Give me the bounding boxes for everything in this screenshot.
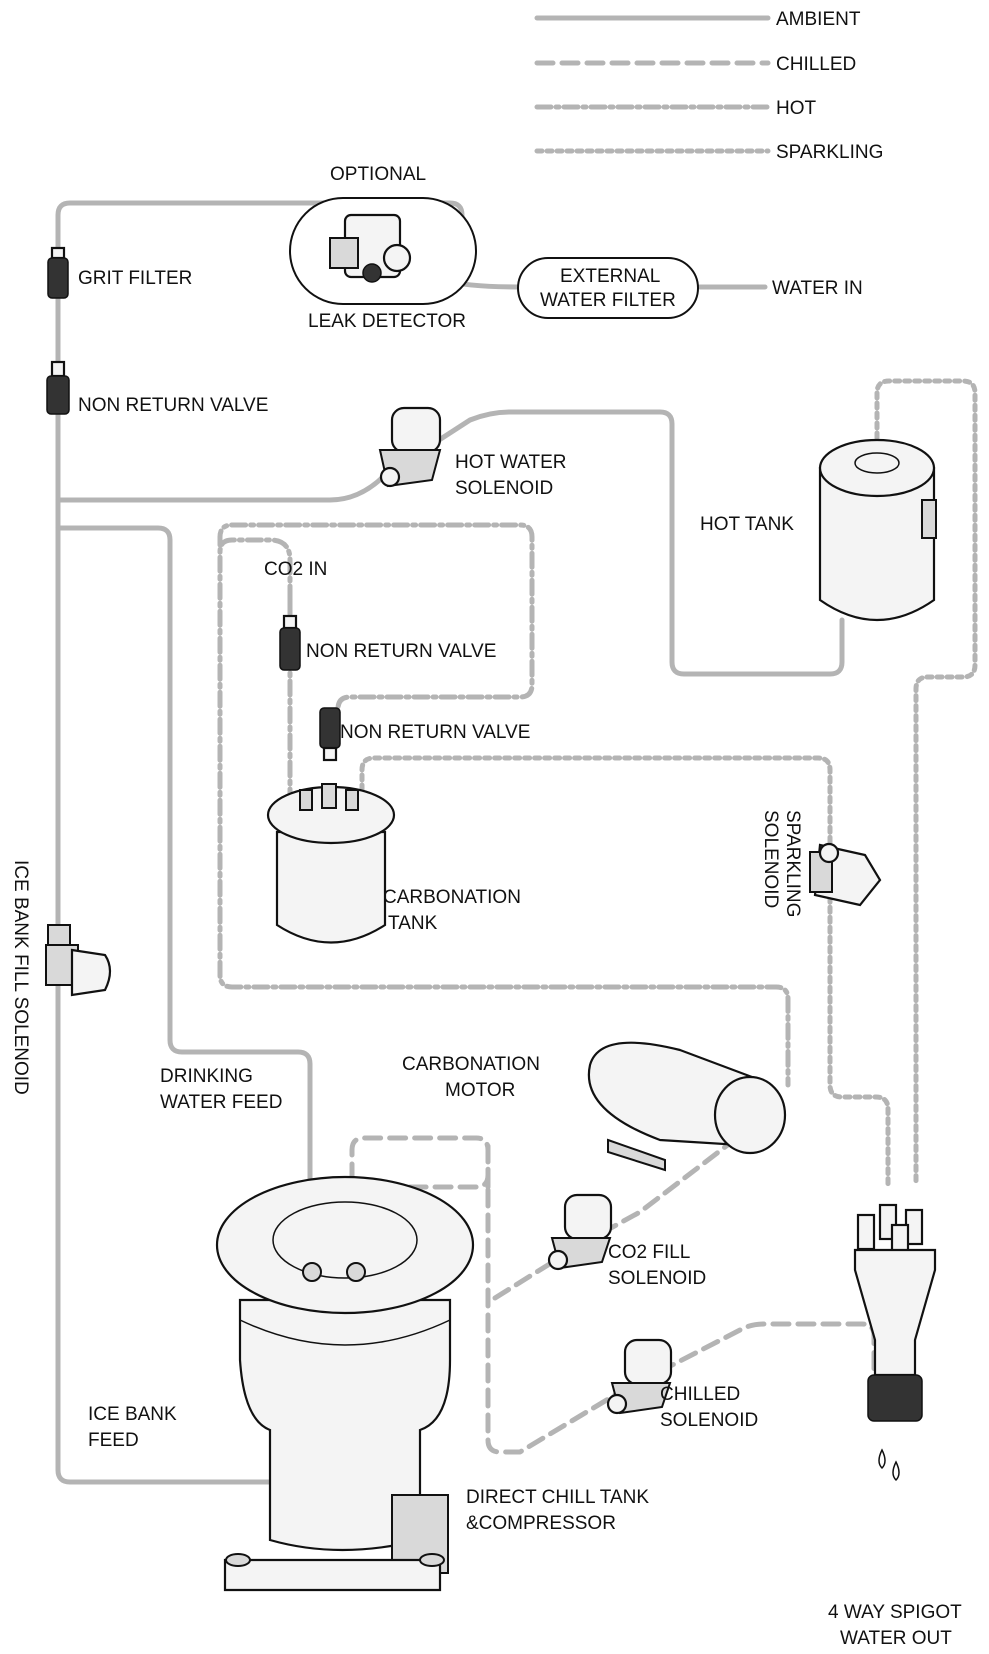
label-leak-detector: LEAK DETECTOR [308, 311, 466, 332]
co2-solenoid-port [549, 1251, 567, 1269]
label-co2-fill-solenoid-2: SOLENOID [608, 1268, 706, 1289]
chill-tank-port-1 [303, 1263, 321, 1281]
hot-solenoid-coil [392, 408, 440, 452]
grit-filter [48, 248, 68, 298]
chilled-solenoid-port [608, 1395, 626, 1413]
leak-detector [290, 198, 476, 304]
label-non-return-valve-carb: NON RETURN VALVE [340, 722, 530, 743]
carbonation-tank-fitting-2 [322, 784, 336, 808]
label-non-return-valve-main: NON RETURN VALVE [78, 395, 268, 416]
label-grit-filter: GRIT FILTER [78, 268, 192, 289]
ice-bank-solenoid-coil [72, 950, 110, 995]
label-sparkling-solenoid-1: SPARKLING [782, 810, 803, 917]
spigot-inlet-1 [858, 1215, 874, 1249]
carbonation-tank-fitting-1 [300, 790, 312, 810]
spigot-nozzle [868, 1375, 922, 1421]
spigot [855, 1205, 935, 1480]
legend-sparkling-label: SPARKLING [776, 142, 883, 163]
chill-tank-port-2 [347, 1263, 365, 1281]
spigot-body [855, 1250, 935, 1375]
chill-tank-foot-2 [420, 1554, 444, 1566]
label-co2-in: CO2 IN [264, 559, 327, 580]
pipe-hot-supply [58, 412, 842, 674]
chill-tank-base [225, 1560, 440, 1590]
grit-filter-body [48, 258, 68, 298]
legend-hot-label: HOT [776, 98, 817, 119]
label-hot-tank: HOT TANK [700, 514, 794, 535]
direct-chill-tank [217, 1177, 473, 1590]
legend: AMBIENT CHILLED HOT SPARKLING [537, 9, 883, 163]
label-spigot-2: WATER OUT [840, 1628, 952, 1649]
label-optional: OPTIONAL [330, 164, 426, 185]
nrv-carb-cap [324, 748, 336, 760]
ice-bank-fill-solenoid [46, 925, 110, 995]
hot-solenoid-port [381, 468, 399, 486]
carbonation-motor-mount [608, 1140, 665, 1170]
non-return-valve-main [47, 362, 69, 414]
label-sparkling-solenoid-2: SOLENOID [760, 810, 781, 908]
hot-water-solenoid [380, 408, 440, 486]
leak-detector-fitting-2 [363, 264, 381, 282]
label-chilled-solenoid-1: CHILLED [660, 1384, 740, 1405]
label-external-filter-2: WATER FILTER [540, 290, 676, 311]
leak-detector-block [330, 238, 358, 268]
grit-filter-cap [52, 248, 64, 258]
label-carbonation-motor-2: MOTOR [445, 1080, 515, 1101]
label-hot-water-solenoid-1: HOT WATER [455, 452, 567, 473]
hot-tank-thermostat [922, 500, 936, 538]
leak-detector-fitting [384, 245, 410, 271]
nrv-main-body [47, 376, 69, 414]
chill-tank-lid [217, 1177, 473, 1313]
hot-tank [820, 440, 936, 620]
ice-bank-solenoid-fitting [48, 925, 70, 945]
non-return-valve-carb [320, 708, 340, 760]
label-non-return-valve-co2: NON RETURN VALVE [306, 641, 496, 662]
non-return-valve-co2 [280, 616, 300, 670]
co2-fill-solenoid [549, 1195, 611, 1269]
label-chilled-solenoid-2: SOLENOID [660, 1410, 758, 1431]
label-water-in: WATER IN [772, 278, 863, 299]
nrv-carb-body [320, 708, 340, 748]
hot-tank-lid [820, 440, 934, 496]
sparkling-solenoid-port [820, 844, 838, 862]
carbonation-tank-fitting-3 [346, 790, 358, 810]
label-drinking-water-feed-1: DRINKING [160, 1066, 253, 1087]
label-ice-bank-feed-2: FEED [88, 1430, 139, 1451]
carbonation-motor-head [715, 1077, 785, 1153]
label-direct-chill-tank-1: DIRECT CHILL TANK [466, 1487, 649, 1508]
water-drop-icon [879, 1450, 885, 1468]
co2-solenoid-coil [565, 1195, 611, 1239]
label-carbonation-tank-1: CARBONATION [383, 887, 521, 908]
label-direct-chill-tank-2: &COMPRESSOR [466, 1513, 616, 1534]
legend-ambient-label: AMBIENT [776, 9, 861, 30]
label-external-filter-1: EXTERNAL [560, 266, 660, 287]
label-carbonation-motor-1: CARBONATION [402, 1054, 540, 1075]
nrv-co2-cap [284, 616, 296, 628]
sparkling-solenoid [810, 844, 880, 905]
label-hot-water-solenoid-2: SOLENOID [455, 478, 553, 499]
label-co2-fill-solenoid-1: CO2 FILL [608, 1242, 690, 1263]
carbonation-tank [268, 784, 394, 943]
chill-tank-foot-1 [226, 1554, 250, 1566]
water-drop-icon-2 [893, 1462, 899, 1480]
label-drinking-water-feed-2: WATER FEED [160, 1092, 282, 1113]
pipe-drinking-water-feed [58, 528, 310, 1250]
nrv-main-cap [52, 362, 64, 376]
carbonation-motor [589, 1043, 785, 1170]
chilled-solenoid-coil [625, 1340, 671, 1384]
label-ice-bank-fill-solenoid: ICE BANK FILL SOLENOID [10, 860, 31, 1095]
label-spigot-1: 4 WAY SPIGOT [828, 1602, 962, 1623]
pipe-co2-return [220, 525, 532, 720]
label-carbonation-tank-2: TANK [388, 913, 438, 934]
nrv-co2-body [280, 628, 300, 670]
legend-chilled-label: CHILLED [776, 54, 856, 75]
label-ice-bank-feed-1: ICE BANK [88, 1404, 177, 1425]
carbonation-tank-body [277, 832, 385, 943]
